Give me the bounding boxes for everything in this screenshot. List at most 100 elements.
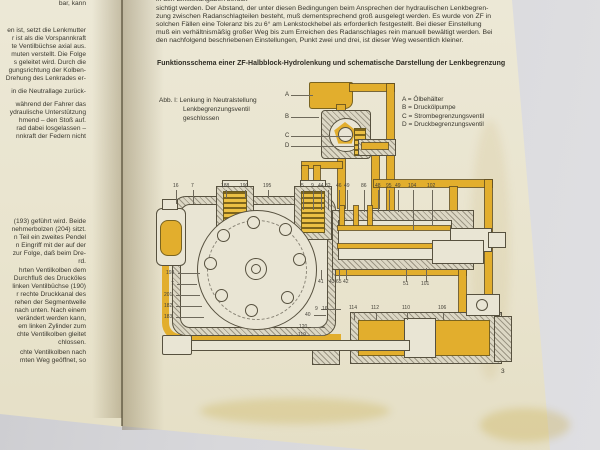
valve-feed [354,206,358,226]
leader-line [176,190,177,204]
left-page-text-line: Durchfluß des Drucköles [13,275,86,282]
left-page-text-line: nehmerbolzen (204) sitzt. [11,226,86,233]
part-number-label: 49 [395,183,401,189]
part-number-label: 112 [371,305,379,311]
leader-line [178,273,200,274]
left-page-text-line: chte Ventilkolben gleitet [16,331,86,338]
left-page-text-line: r ist als die Vorspannkraft [11,35,86,42]
leader-line [339,270,340,280]
leader-line [406,268,407,282]
left-page-text-line: n Eingriff mit der auf der [15,242,86,249]
left-page-text-line: rd. [78,258,86,265]
legend-item: C = Strombegrenzungsventil [402,113,485,120]
part-number-label: 16 [322,306,328,312]
left-page-text-line: mten Weg geöffnet, so [19,357,86,364]
bolt [204,257,217,270]
output-shaft-end [488,232,506,248]
left-page-text-line: te Ventilbüchse axial aus. [11,43,86,50]
leader-line [312,190,314,210]
left-page-text-line: chlossen. [58,339,86,346]
leader-line [244,190,246,198]
leader-line [192,190,194,204]
valve-feed [368,206,372,226]
figure-heading: Funktionsschema einer ZF-Halbblock-Hydro… [157,60,506,67]
paragraph-line: in den Einstellangaben berück- [156,0,250,3]
bolt [217,229,230,242]
paragraph-line: sichtigt werden. Der Abstand, der unter … [156,5,489,12]
left-page-text-line: rad dabei losgelassen – [16,125,86,132]
bolt [215,289,228,302]
bolt [247,216,260,229]
part-number-label: 110 [402,305,410,311]
part-number-label: 9 [315,306,318,312]
part-number-label: 43 [329,279,335,285]
input-oil-cavity [160,220,182,256]
leader-line [353,312,355,320]
leader-line [291,146,355,147]
pump-rotor-hub [338,127,353,142]
part-number-label: 183 [164,314,173,320]
center-nut-inner [251,264,261,274]
part-number-label: 86 [361,183,367,189]
part-number-label: 44 [318,183,324,189]
part-number-label: 7 [171,281,174,287]
left-page-text-line: während der Fahrer das [15,101,86,108]
leader-line [398,190,399,212]
left-page-text-line: Drehung des Lenkrades er- [5,75,86,82]
part-number-label: 114 [349,305,357,311]
valve-feed [340,206,344,226]
part-number-label: 106 [438,305,447,311]
leader-line [378,190,379,212]
left-page-text-line: nnkraft der Federn nicht [15,133,86,140]
leader-line [346,270,347,280]
pressure-valve-channel [362,143,388,149]
pipe-segment [350,84,394,91]
leader-line [176,306,202,307]
part-number-label: 119 [298,332,306,338]
bolt [281,291,294,304]
diagram-letter: D [285,143,290,149]
pipe-segment [459,268,466,316]
leader-line [332,270,333,280]
pipe-segment [302,162,342,168]
leader-line [347,190,348,210]
paragraph-line: den nachfolgend beschriebenen Einstellun… [156,37,464,44]
pipe-segment [337,105,345,112]
left-page-text-line: in die Neutrallage zurück- [11,88,86,95]
left-page-text-line: en ist, setzt die Lenkmutter [7,27,86,34]
port-hole [476,299,488,311]
part-number-label: 195 [263,183,272,189]
part-number-label: 201 [164,292,173,298]
leader-line [321,309,331,310]
left-page-text-line: zur Folge, daß beim Dre- [12,250,86,257]
bolt [279,223,292,236]
diagram-letter: A [285,92,290,98]
left-page-text-line: chte Ventilkolben nach [20,349,86,356]
part-number-label: 41 [318,279,324,285]
left-page-text-line: bar, kann [58,0,86,7]
part-number-label: 40 [305,312,311,318]
left-page-text-line: r rechte Druckkanal des [16,291,86,298]
leader-line [389,190,390,212]
valve-channel [338,226,450,230]
gland-bolts [312,350,340,365]
caption-line: Abb. I: Lenkung in Neutralstellung [159,97,257,104]
left-page-text-line: gungsrichtung der Kolben- [8,67,86,74]
bolt [293,253,306,266]
caption-line: Lenkbegrenzungsventil [183,106,250,113]
paragraph-line: solchen Fällen eine Toleranz bis zu 6° a… [156,21,482,28]
legend-item: A = Ölbehälter [402,96,444,103]
leader-line [321,270,322,280]
part-number-label: 51 [403,281,409,287]
leader-line [431,190,433,226]
leader-line [291,136,351,137]
diagram-letter: B [285,114,290,120]
pipe-segment [338,156,345,208]
rod-end [162,335,192,355]
part-number-label: 82 [325,183,331,189]
part-number-label: 95 [386,183,392,189]
part-number-label: 188 [221,183,230,189]
left-page [0,0,122,427]
